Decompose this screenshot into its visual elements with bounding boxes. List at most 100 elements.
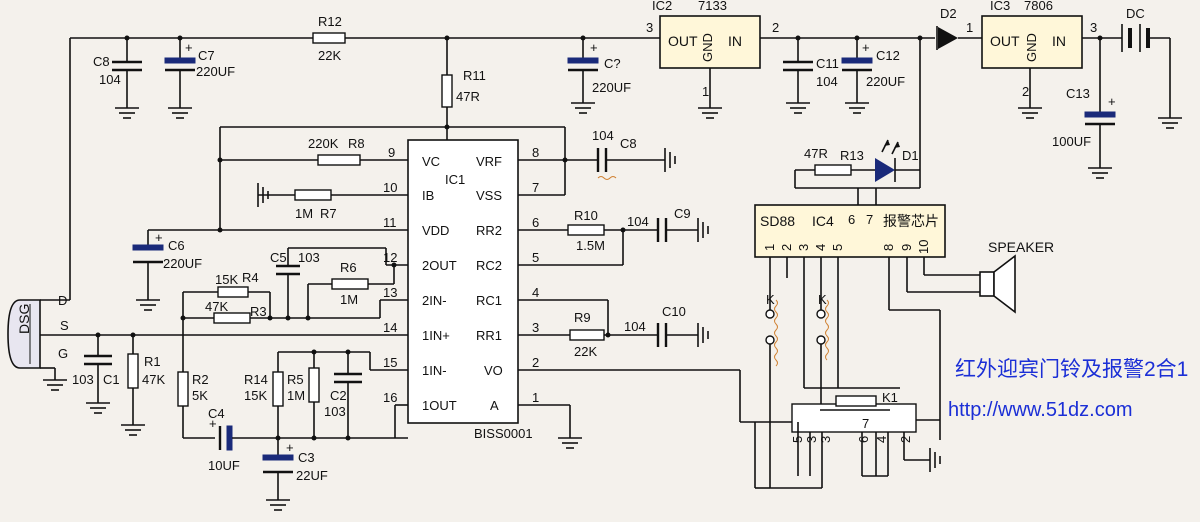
c5-label: C5 (270, 250, 287, 265)
k1-label: K1 (882, 390, 898, 405)
r4-label: R4 (242, 270, 259, 285)
r5-value: 1M (287, 388, 305, 403)
switch-k-right-label: K (818, 292, 827, 307)
ic4-pin-4: 4 (813, 244, 828, 251)
resistor-r7: 1M R7 (257, 183, 408, 221)
c8b-label: C8 (620, 136, 637, 151)
r8-value: 220K (308, 136, 339, 151)
ic2-label: IC2 (652, 0, 672, 13)
c8-label: C8 (93, 54, 110, 69)
pin-num-5: 5 (532, 250, 539, 265)
k1-pin-2: 2 (898, 436, 913, 443)
capacitor-c7: + C7 220UF (164, 38, 235, 119)
ic1-biss0001: IC1 BISS0001 VC IB VDD 2OUT 2IN- 1IN+ 1I… (383, 139, 539, 441)
ic4-pin-3: 3 (796, 244, 811, 251)
website-url[interactable]: http://www.51dz.com (948, 399, 1133, 421)
svg-text:+: + (1108, 94, 1116, 109)
r12-label: R12 (318, 14, 342, 29)
pin-2in: 2IN- (422, 293, 447, 308)
k1-pin-7: 7 (862, 416, 869, 431)
c6-label: C6 (168, 238, 185, 253)
vc-network: 220K R8 104 C8 (217, 126, 676, 230)
r11-label: R11 (463, 68, 486, 83)
pin-2out: 2OUT (422, 258, 457, 273)
switch-k-left: K (765, 292, 778, 488)
svg-text:+: + (590, 40, 598, 55)
r6-label: R6 (340, 260, 357, 275)
switch-k-right: K (816, 292, 829, 386)
c2-value: 103 (324, 404, 346, 419)
rr2-network: R10 1.5M 104 C9 (518, 206, 709, 266)
regulator-ic3: OUT IN GND IC3 7806 2 3 (981, 0, 1122, 119)
k1-pin-4: 4 (874, 436, 889, 443)
ic2-pin2: 2 (772, 20, 779, 35)
ic4-pin-2: 2 (779, 244, 794, 251)
ic2-out: OUT (668, 33, 698, 49)
pin-ib: IB (422, 188, 434, 203)
pin-1inp: 1IN+ (422, 328, 450, 343)
pin-rc1: RC1 (476, 293, 502, 308)
pin-1out: 1OUT (422, 398, 457, 413)
c4-value: 10UF (208, 458, 240, 473)
r1-label: R1 (144, 354, 161, 369)
c11-label: C11 (816, 56, 839, 71)
pin-1inm: 1IN- (422, 363, 447, 378)
pin-num-13: 13 (383, 285, 397, 300)
c7-value: 220UF (196, 64, 235, 79)
r9-label: R9 (574, 310, 591, 325)
ic2-part: 7133 (698, 0, 727, 13)
pin-rr2: RR2 (476, 223, 502, 238)
c2-label: C2 (330, 388, 347, 403)
ic4-pin-8: 8 (881, 244, 896, 251)
opamp1-network: R2 5K + C4 10UF R14 15K R5 1M C2 103 (177, 349, 408, 511)
c5-value: 103 (298, 250, 320, 265)
svg-text:+: + (185, 40, 193, 55)
pin-vss: VSS (476, 188, 502, 203)
r4-value: 15K (215, 272, 238, 287)
r12-value: 22K (318, 48, 341, 63)
pin-num-12: 12 (383, 250, 397, 265)
c8b-value: 104 (592, 128, 614, 143)
pin-num-10: 10 (383, 180, 397, 195)
capacitor-c-unknown: + C? 220UF (567, 38, 631, 114)
svg-text:+: + (286, 440, 294, 455)
c10-value: 104 (624, 319, 646, 334)
dsg-label: DSG (16, 304, 32, 334)
resistor-r11: R11 47R (441, 38, 486, 140)
ic3-label: IC3 (990, 0, 1010, 13)
pin-num-7: 7 (532, 180, 539, 195)
pin-num-9: 9 (388, 145, 395, 160)
ic4-label: IC4 (812, 213, 834, 229)
r14-label: R14 (244, 372, 268, 387)
pin-num-2: 2 (532, 355, 539, 370)
ic1-part: BISS0001 (474, 426, 533, 441)
k1-pin-3b: 3 (818, 436, 833, 443)
r6-value: 1M (340, 292, 358, 307)
capacitor-c11: C11 104 (783, 38, 839, 114)
switch-k-left-label: K (766, 292, 775, 307)
diode-d2: D2 1 (919, 6, 982, 170)
c1-value: 103 (72, 372, 94, 387)
r7-label: R7 (320, 206, 337, 221)
pin-num-4: 4 (532, 285, 539, 300)
svg-text:+: + (155, 230, 163, 245)
r2-label: R2 (192, 372, 209, 387)
capacitor-c12: + C12 220UF (841, 38, 905, 114)
r10-value: 1.5M (576, 238, 605, 253)
schematic-title: 红外迎宾门铃及报警2合1 (955, 358, 1188, 381)
d1-label: D1 (902, 148, 919, 163)
ic4-pin-7: 7 (866, 212, 873, 227)
c-unknown-value: 220UF (592, 80, 631, 95)
c8-value: 104 (99, 72, 121, 87)
capacitor-c6: + C6 220UF (132, 227, 408, 311)
sensor-g: G (58, 346, 68, 361)
pin-rc2: RC2 (476, 258, 502, 273)
pin-num-15: 15 (383, 355, 397, 370)
r8-label: R8 (348, 136, 365, 151)
d2-label: D2 (940, 6, 957, 21)
r3-label: R3 (250, 304, 267, 319)
r2-value: 5K (192, 388, 208, 403)
regulator-ic2: OUT IN GND IC2 7133 3 2 1 (646, 0, 935, 119)
c4-label: C4 (208, 406, 225, 421)
